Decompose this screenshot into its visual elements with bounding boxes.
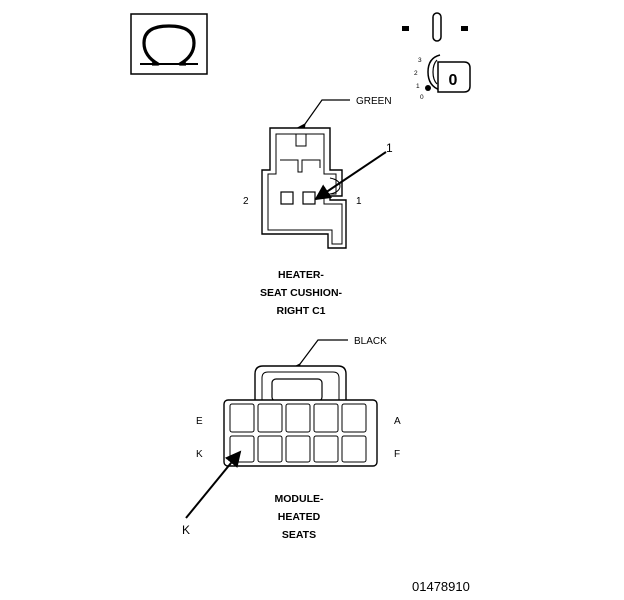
connector-c1-callout: 1 xyxy=(386,141,393,155)
connector-c1-caption-line-3: RIGHT C1 xyxy=(276,305,325,317)
connector-module-caption-line-3: SEATS xyxy=(282,529,316,541)
connector-module-pin-k: K xyxy=(196,449,203,460)
ignition-position-0: 0 xyxy=(420,94,424,101)
ignition-position-2: 2 xyxy=(414,70,418,77)
connector-c1-caption-line-2: SEAT CUSHION- xyxy=(260,287,343,299)
connector-c1: GREEN 2 1 1 HEATER- SEAT CUSHION- RIGHT … xyxy=(243,96,393,317)
connector-c1-pin-right: 1 xyxy=(356,196,362,207)
connector-module: BLACK E A K F K MODULE- HEATED SEATS xyxy=(182,336,401,541)
ignition-position-3: 3 xyxy=(418,57,422,64)
connector-module-pin-f: F xyxy=(394,449,400,460)
connector-c1-caption-line-1: HEATER- xyxy=(278,269,324,281)
connector-module-color-label: BLACK xyxy=(354,336,387,347)
connector-module-pin-a: A xyxy=(394,416,401,427)
connector-c1-pin-left: 2 xyxy=(243,196,249,207)
connector-module-callout: K xyxy=(182,523,190,537)
figure-number: 01478910 xyxy=(412,579,470,594)
ignition-key-symbol: 0 xyxy=(449,72,458,89)
ohmmeter-icon xyxy=(130,13,208,75)
connector-module-pin-e: E xyxy=(196,416,203,427)
ignition-position-1: 1 xyxy=(416,83,420,90)
connector-c1-color-label: GREEN xyxy=(356,96,392,107)
ignition-switch-icon: 0 3 2 1 0 xyxy=(402,12,471,101)
connector-module-caption-line-1: MODULE- xyxy=(275,493,324,505)
connector-module-caption-line-2: HEATED xyxy=(278,511,321,523)
